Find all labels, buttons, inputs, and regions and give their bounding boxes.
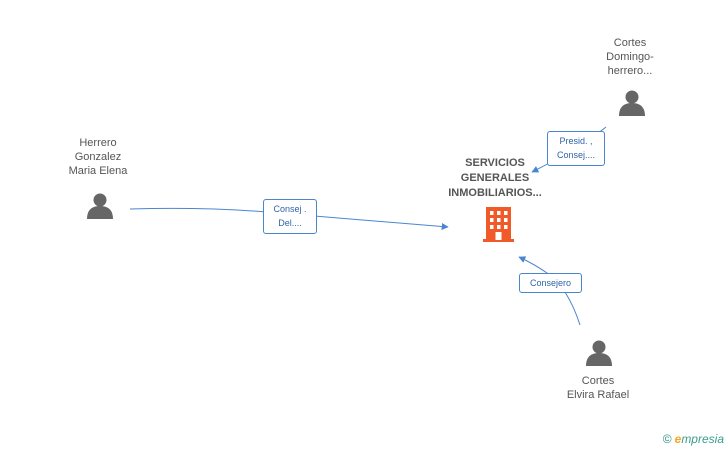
brand-logo-e: e: [674, 432, 682, 446]
person-name-cortes-elvira[interactable]: Cortes Elvira Rafael: [566, 375, 630, 401]
person-name-herrero[interactable]: Herrero Gonzalez Maria Elena: [68, 137, 128, 177]
copyright-symbol: ©: [662, 432, 672, 446]
brand-name: mpresia: [681, 432, 724, 446]
brand-footer: ©empresia: [663, 432, 724, 446]
person-icon[interactable]: [87, 193, 113, 220]
edge-label-elvira[interactable]: Consejero: [519, 273, 582, 293]
edge-label-herrero[interactable]: Consej . Del....: [263, 199, 317, 234]
company-name[interactable]: SERVICIOS GENERALES INMOBILIARIOS...: [448, 157, 542, 199]
person-icon[interactable]: [619, 90, 645, 117]
person-name-cortes-domingo[interactable]: Cortes Domingo- herrero...: [606, 37, 654, 77]
edge-label-domingo[interactable]: Presid. , Consej....: [547, 131, 605, 166]
building-icon[interactable]: [483, 207, 514, 242]
person-icon[interactable]: [586, 340, 612, 367]
